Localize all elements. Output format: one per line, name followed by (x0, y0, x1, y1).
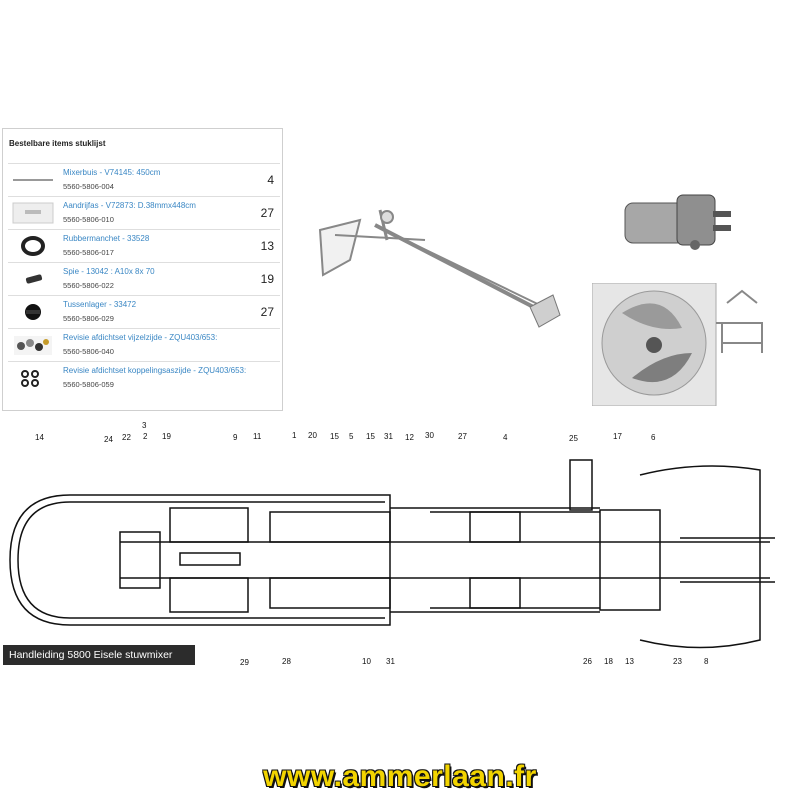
seal-kit-icon (14, 336, 52, 355)
bearing-icon (25, 304, 41, 320)
item-code: 5560-5806-029 (63, 314, 114, 323)
list-item[interactable]: Mixerbuis - V74145: 450cm 5560-5806-004 … (8, 163, 280, 195)
callout-label: 30 (425, 431, 434, 440)
callout-label: 23 (673, 657, 682, 666)
seal-kit-small-icon (21, 370, 39, 387)
callout-label: 4 (503, 433, 508, 442)
list-item[interactable]: Rubbermanchet - 33528 5560-5806-017 13 (8, 229, 280, 261)
item-code: 5560-5806-059 (63, 380, 114, 389)
callout-label: 31 (386, 657, 395, 666)
parts-list-title: Bestelbare items stuklijst (9, 139, 106, 148)
callout-label: 28 (282, 657, 291, 666)
sectional-drawing: 14 24 22 3 2 19 9 11 1 20 15 5 15 31 12 … (9, 421, 775, 667)
item-code: 5560-5806-010 (63, 215, 114, 224)
callout-label: 18 (604, 657, 613, 666)
item-qty: 27 (260, 206, 274, 220)
list-item[interactable]: Spie - 13042 : A10x 8x 70 5560-5806-022 … (8, 262, 280, 294)
list-item[interactable]: Revisie afdichtset koppelingsaszijde - Z… (8, 361, 280, 393)
parts-list-panel: Bestelbare items stuklijst Mixerbuis - V… (2, 128, 283, 411)
list-item[interactable]: Tussenlager - 33472 5560-5806-029 27 (8, 295, 280, 327)
callout-label: 22 (122, 433, 131, 442)
callout-label: 12 (405, 433, 414, 442)
gearbox-image (624, 194, 731, 250)
item-code: 5560-5806-040 (63, 347, 114, 356)
item-name[interactable]: Mixerbuis - V74145: 450cm (63, 168, 161, 177)
rubber-ring-icon (21, 236, 45, 256)
item-name[interactable]: Rubbermanchet - 33528 (63, 234, 150, 243)
item-qty: 13 (260, 239, 274, 253)
shaft-icon (12, 202, 54, 224)
callout-label: 5 (349, 432, 354, 441)
tube-icon (13, 179, 53, 181)
callout-label: 24 (104, 435, 113, 444)
callout-label: 2 (143, 432, 148, 441)
item-qty: 27 (260, 305, 274, 319)
item-name[interactable]: Spie - 13042 : A10x 8x 70 (63, 267, 155, 276)
callout-label: 17 (613, 432, 622, 441)
item-name[interactable]: Revisie afdichtset koppelingsaszijde - Z… (63, 366, 247, 375)
manual-badge: Handleiding 5800 Eisele stuwmixer (3, 645, 195, 665)
list-item[interactable]: Aandrijfas - V72873: D.38mmx448cm 5560-5… (8, 196, 280, 228)
item-qty: 19 (260, 272, 274, 286)
callout-label: 26 (583, 657, 592, 666)
callout-label: 3 (142, 421, 147, 430)
callout-label: 8 (704, 657, 709, 666)
item-qty: 4 (267, 173, 274, 187)
callout-label: 9 (233, 433, 238, 442)
callout-label: 20 (308, 431, 317, 440)
callout-label: 15 (366, 432, 375, 441)
item-name[interactable]: Revisie afdichtset vijzelzijde - ZQU403/… (63, 333, 218, 342)
callout-label: 29 (240, 658, 249, 667)
item-name[interactable]: Aandrijfas - V72873: D.38mmx448cm (63, 201, 196, 210)
item-code: 5560-5806-004 (63, 182, 114, 191)
callout-label: 25 (569, 434, 578, 443)
item-code: 5560-5806-022 (63, 281, 114, 290)
callout-label: 19 (162, 432, 171, 441)
item-name[interactable]: Tussenlager - 33472 (63, 300, 137, 309)
item-code: 5560-5806-017 (63, 248, 114, 257)
callout-label: 14 (35, 433, 44, 442)
callout-label: 11 (253, 432, 262, 441)
key-pin-icon (25, 274, 43, 284)
callout-label: 15 (330, 432, 339, 441)
propeller-housing-image (592, 283, 763, 406)
callout-label: 6 (651, 433, 656, 442)
callout-label: 31 (384, 432, 393, 441)
list-item[interactable]: Revisie afdichtset vijzelzijde - ZQU403/… (8, 328, 280, 360)
callout-label: 10 (362, 657, 371, 666)
callout-label: 1 (292, 431, 297, 440)
website-url[interactable]: www.ammerlaan.fr (263, 760, 537, 793)
callout-label: 13 (625, 657, 634, 666)
callout-label: 27 (458, 432, 467, 441)
mixer-arm-image (318, 209, 561, 328)
